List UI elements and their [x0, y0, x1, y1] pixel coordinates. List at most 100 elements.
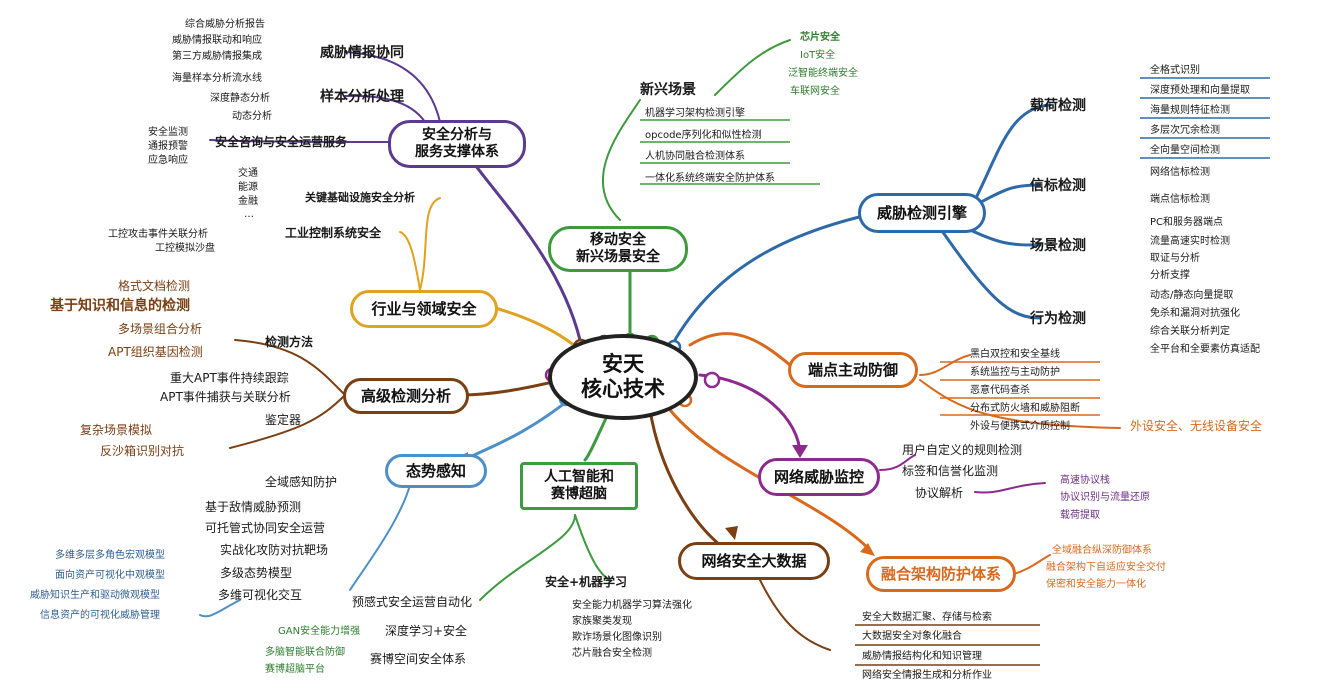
- method-label: 检测方法: [265, 335, 314, 349]
- mobile-item: opcode序列化和似性检测: [645, 130, 762, 141]
- node-advanced[interactable]: 高级检测分析: [343, 378, 469, 414]
- multi-level-label: 多级态势模型: [220, 566, 293, 580]
- consult-item: 通报预警: [148, 141, 188, 152]
- node-analysis[interactable]: 安全分析与 服务支撑体系: [388, 120, 526, 168]
- intel-item: 威胁情报联动和响应: [172, 35, 262, 46]
- beacon-item: 网络信标检测: [1150, 167, 1210, 178]
- endpoint-item: 黑白双控和安全基线: [970, 349, 1060, 360]
- intel-item: 第三方威胁情报集成: [172, 51, 262, 62]
- proto-item: 载荷提取: [1060, 510, 1100, 521]
- endpoint-item: 系统监控与主动防护: [970, 367, 1060, 378]
- center-node[interactable]: 安天 核心技术: [548, 334, 698, 420]
- infra-label: 关键基础设施安全分析: [305, 191, 415, 204]
- node-netmon[interactable]: 网络威胁监控: [758, 458, 880, 496]
- node-ai[interactable]: 人工智能和 赛博超脑: [520, 462, 638, 510]
- endpoint-extra: 外设安全、无线设备安全: [1130, 419, 1263, 433]
- sample-item: 深度静态分析: [210, 93, 270, 104]
- situation-item: 基于敌情威胁预测: [205, 500, 302, 514]
- mobile-item: 人机协同融合检测体系: [645, 151, 745, 162]
- ml-item: 安全能力机器学习算法强化: [572, 600, 692, 611]
- cyber-item: 多脑智能联合防御: [265, 647, 345, 658]
- sample-item: 海量样本分析流水线: [172, 73, 262, 84]
- multi-level-item: 多维多层多角色宏观模型: [55, 550, 165, 561]
- cyber-label: 赛博空间安全体系: [370, 652, 467, 666]
- scene-item: 取证与分析: [1150, 253, 1200, 264]
- ics-item: 工控攻击事件关联分析: [108, 229, 208, 240]
- beacon-item: 端点信标检测: [1150, 194, 1210, 205]
- situation-item: 可托管式协同安全运营: [205, 521, 326, 535]
- behavior-label: 行为检测: [1030, 311, 1086, 327]
- situation-item: 实战化攻防对抗靶场: [220, 543, 329, 557]
- endpoint-item: 外设与便携式介质控制: [970, 421, 1070, 432]
- ml-item: 欺诈场景化图像识别: [572, 632, 662, 643]
- sample-label: 样本分析处理: [320, 89, 404, 105]
- infra-item: …: [244, 209, 254, 220]
- node-mobile[interactable]: 移动安全 新兴场景安全: [548, 226, 688, 272]
- scene-label: 场景检测: [1030, 238, 1086, 254]
- predict-label: 预感式安全运营自动化: [352, 595, 473, 609]
- connector-situation: [463, 393, 577, 462]
- ml-label: 安全+机器学习: [545, 575, 628, 589]
- multi-level-item: 威胁知识生产和驱动微观模型: [30, 590, 160, 601]
- connector-endpoint: [688, 332, 792, 367]
- behavior-item: 免杀和漏洞对抗强化: [1150, 308, 1240, 319]
- advanced-item: APT事件捕获与关联分析: [160, 390, 291, 404]
- node-threat-engine[interactable]: 威胁检测引擎: [858, 193, 986, 233]
- infra-item: 能源: [238, 182, 258, 193]
- appraiser-label: 鉴定器: [265, 413, 302, 427]
- multi-level-item: 面向资产可视化中观模型: [55, 570, 165, 581]
- payload-item: 全向量空间检测: [1150, 145, 1220, 156]
- consult-label: 安全咨询与安全运营服务: [215, 135, 348, 149]
- new-scene-label: 新兴场景: [640, 82, 696, 98]
- method-item: 基于知识和信息的检测: [50, 298, 190, 314]
- deep-label: 深度学习+安全: [385, 624, 468, 638]
- endpoint-item: 分布式防火墙和威胁阻断: [970, 403, 1080, 414]
- advanced-item: 重大APT事件持续跟踪: [170, 371, 289, 385]
- fusion-item: 融合架构下自适应安全交付: [1046, 562, 1166, 573]
- sample-item: 动态分析: [232, 111, 272, 122]
- method-item: 多场景组合分析: [118, 322, 203, 336]
- cyber-item: 赛博超脑平台: [265, 664, 325, 675]
- scene-item: PC和服务器端点: [1150, 217, 1224, 228]
- behavior-item: 动态/静态向量提取: [1150, 290, 1234, 301]
- node-industry[interactable]: 行业与领域安全: [350, 290, 498, 328]
- node-situation[interactable]: 态势感知: [385, 454, 487, 488]
- new-scene-item: IoT安全: [800, 50, 836, 61]
- multi-dim-item: 信息资产的可视化威胁管理: [40, 610, 160, 621]
- bigdata-item: 威胁情报结构化和知识管理: [862, 651, 982, 662]
- bigdata-item: 安全大数据汇聚、存储与检索: [862, 612, 992, 623]
- scene-item: 分析支撑: [1150, 270, 1190, 281]
- proto-label: 协议解析: [915, 486, 964, 500]
- situation-item: 全域感知防护: [265, 475, 338, 489]
- node-bigdata[interactable]: 网络安全大数据: [678, 542, 830, 580]
- payload-item: 多层次冗余检测: [1150, 125, 1220, 136]
- intel-item: 综合威胁分析报告: [185, 19, 265, 30]
- connector-threat-engine: [670, 210, 882, 347]
- scene-item: 流量高速实时检测: [1150, 236, 1230, 247]
- multi-dim-label: 多维可视化交互: [218, 588, 303, 602]
- infra-item: 金融: [238, 196, 258, 207]
- ml-item: 家族聚类发现: [572, 616, 632, 627]
- mobile-item: 一体化系统终端安全防护体系: [645, 173, 775, 184]
- consult-item: 安全监测: [148, 127, 188, 138]
- netmon-item: 标签和信誉化监测: [902, 464, 999, 478]
- node-fusion[interactable]: 融合架构防护体系: [866, 556, 1016, 592]
- fusion-item: 全域融合纵深防御体系: [1052, 545, 1152, 556]
- ml-item: 芯片融合安全检测: [572, 648, 652, 659]
- bigdata-item: 网络安全情报生成和分析作业: [862, 670, 992, 681]
- behavior-item: 全平台和全要素仿真适配: [1150, 344, 1260, 355]
- payload-item: 深度预处理和向量提取: [1150, 85, 1250, 96]
- intel-label: 威胁情报协同: [320, 45, 404, 61]
- endpoint-item: 恶意代码查杀: [970, 385, 1030, 396]
- fusion-item: 保密和安全能力一体化: [1046, 579, 1146, 590]
- node-endpoint[interactable]: 端点主动防御: [788, 352, 918, 388]
- behavior-item: 综合关联分析判定: [1150, 326, 1230, 337]
- payload-item: 海量规则特征检测: [1150, 105, 1230, 116]
- bigdata-item: 大数据安全对象化融合: [862, 631, 962, 642]
- new-scene-item: 泛智能终端安全: [788, 68, 858, 79]
- method-item: 格式文档检测: [118, 279, 191, 293]
- appraiser-item: 反沙箱识别对抗: [100, 444, 185, 458]
- connector-analysis: [468, 156, 582, 342]
- payload-label: 载荷检测: [1030, 98, 1086, 114]
- payload-item: 全格式识别: [1150, 65, 1200, 76]
